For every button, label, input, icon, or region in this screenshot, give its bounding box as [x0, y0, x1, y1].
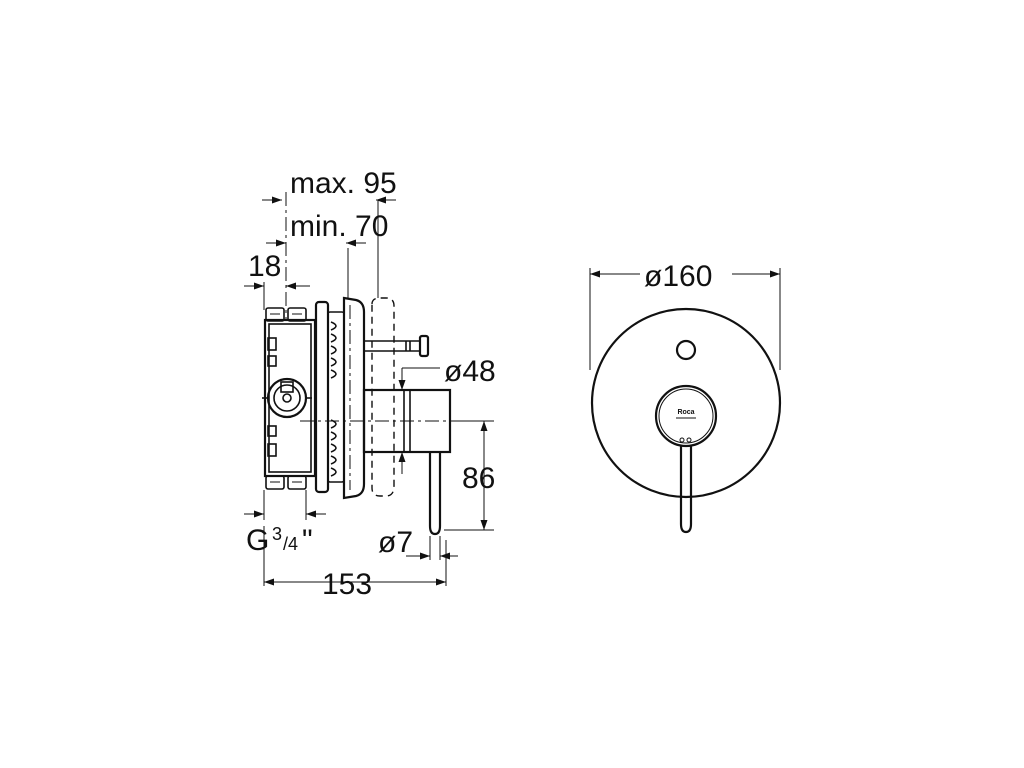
diverter-stem [364, 334, 430, 358]
dim-thread: G 3 /4 " [244, 490, 326, 557]
max-depth-label: max. 95 [290, 167, 397, 200]
offset-label: 18 [248, 250, 281, 283]
dim-max-95: max. 95 [262, 167, 397, 320]
rough-in-body [262, 307, 317, 490]
lever-drop-label: 86 [462, 462, 495, 495]
dim-d160: ø160 [589, 260, 781, 370]
cover-plate-side [342, 296, 366, 500]
max-position-outline [371, 297, 395, 497]
overall-depth-label: 153 [322, 568, 372, 601]
dim-d7: ø7 [378, 526, 458, 560]
thread-label-prefix: G [246, 524, 269, 557]
front-view: ø160 Roca [589, 260, 782, 534]
dim-153: 153 [263, 526, 447, 601]
thread-label-numerator: 3 [272, 524, 282, 544]
handle-diameter-label: ø48 [444, 355, 496, 388]
lever-side [428, 452, 442, 536]
lever-diameter-label: ø7 [378, 526, 413, 559]
thread-label-denominator: /4 [283, 534, 298, 554]
cover-plate-front [590, 307, 782, 499]
diverter-button [675, 339, 697, 361]
dim-min-70: min. 70 [266, 200, 388, 298]
min-depth-label: min. 70 [290, 210, 388, 243]
roca-logo: Roca [677, 409, 694, 416]
dim-d48: ø48 [398, 355, 496, 474]
handle-front: Roca [654, 384, 718, 448]
side-view: max. 95 min. 70 18 [244, 167, 496, 601]
dim-86: 86 [444, 420, 495, 531]
thread-label-suffix: " [302, 524, 313, 557]
lever-front [679, 446, 693, 534]
plate-diameter-label: ø160 [644, 260, 712, 293]
mounting-sleeve [314, 300, 345, 494]
dim-18: 18 [244, 250, 310, 310]
